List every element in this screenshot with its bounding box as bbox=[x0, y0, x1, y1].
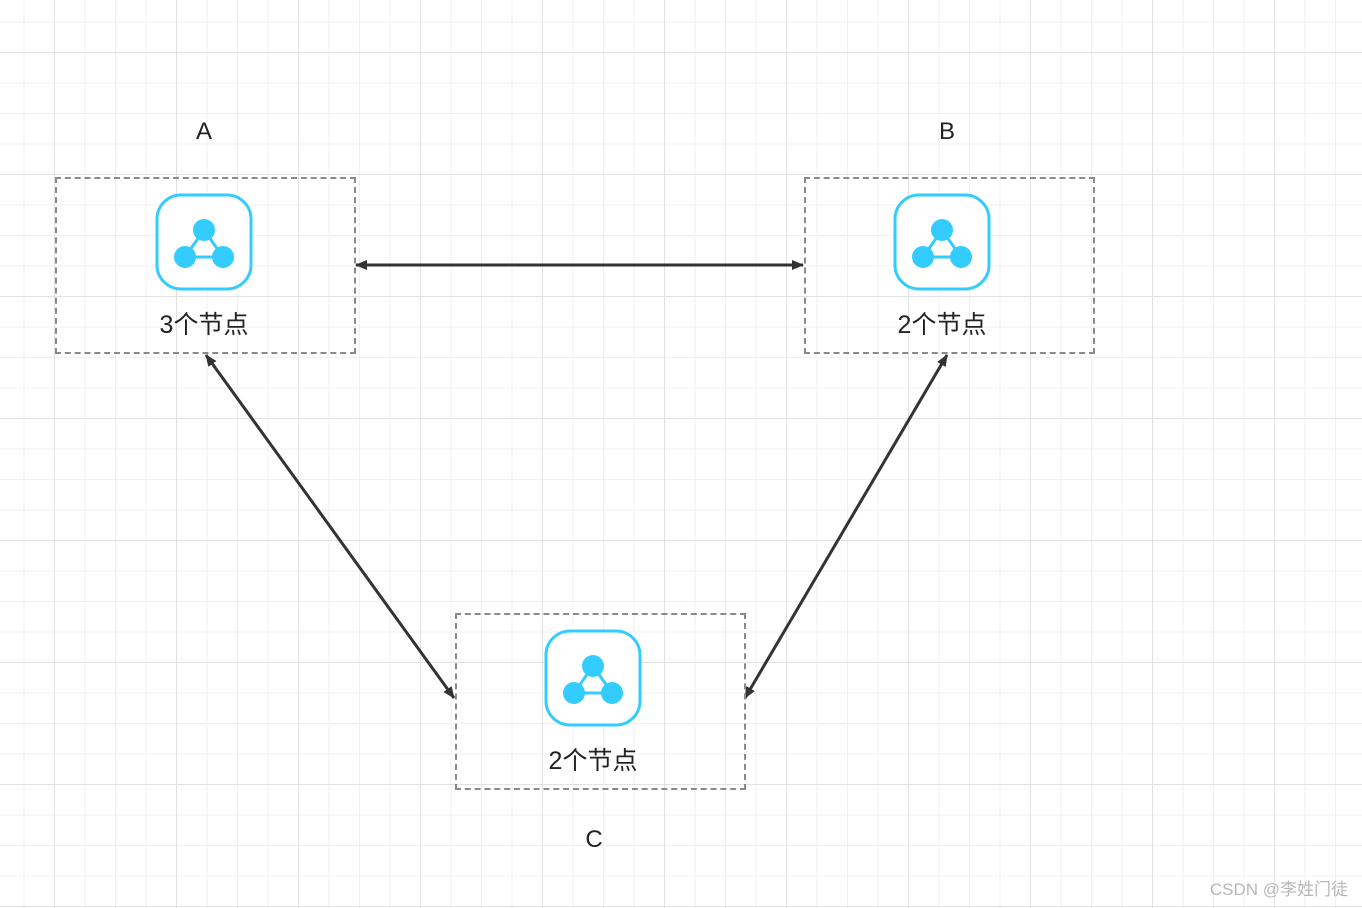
edge-b-c[interactable] bbox=[743, 354, 949, 699]
cluster-a-box[interactable] bbox=[55, 177, 356, 354]
edge-a-c[interactable] bbox=[204, 354, 456, 699]
cluster-icon bbox=[893, 193, 991, 291]
cluster-icon bbox=[155, 193, 253, 291]
cluster-a-caption: 3个节点 bbox=[159, 311, 249, 339]
cluster-b-caption: 2个节点 bbox=[897, 311, 987, 339]
cluster-a-label: A bbox=[195, 118, 212, 145]
cluster-b-box[interactable] bbox=[804, 177, 1095, 354]
cluster-b-label: B bbox=[938, 118, 955, 145]
cluster-c-caption: 2个节点 bbox=[548, 747, 638, 775]
cluster-c-label: C bbox=[585, 826, 603, 853]
cluster-icon bbox=[544, 629, 642, 727]
watermark: CSDN @李姓门徒 bbox=[1209, 880, 1348, 899]
cluster-c-box[interactable] bbox=[455, 613, 746, 790]
